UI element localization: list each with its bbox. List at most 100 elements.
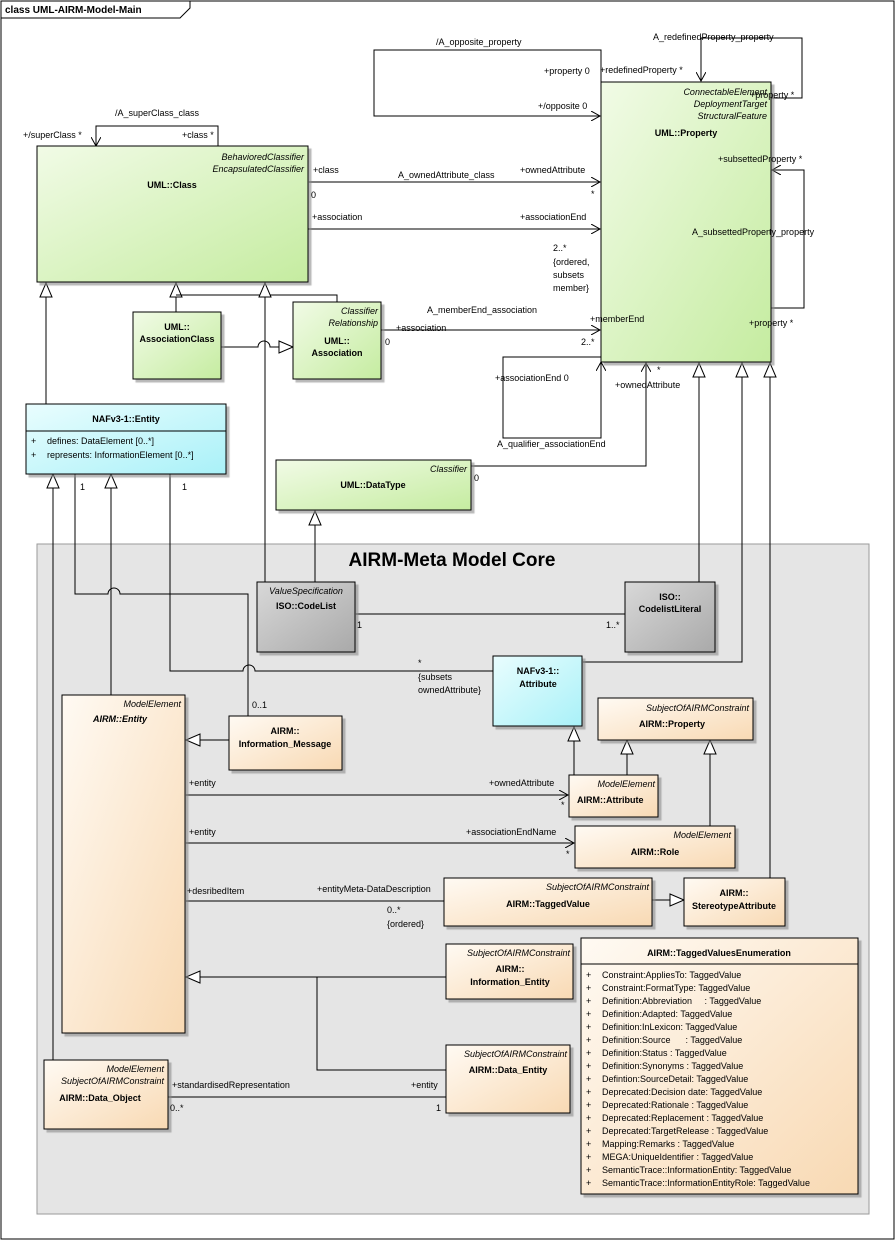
label: 2..* <box>581 337 595 347</box>
enum-attribute: Deprecated:Replacement : TaggedValue <box>602 1113 763 1123</box>
stereotype: BehavioredClassifier <box>221 152 305 162</box>
label: 0 <box>311 190 316 200</box>
dataentity-gen-entity <box>316 977 446 1071</box>
label: +class * <box>182 130 214 140</box>
enum-attribute: Definition:Adapted: TaggedValue <box>602 1009 732 1019</box>
label: A_memberEnd_association <box>427 305 537 315</box>
label: 2..* <box>553 243 567 253</box>
class-name: Information_Entity <box>470 977 550 987</box>
enum-attribute: Constraint:FormatType: TaggedValue <box>602 983 750 993</box>
label: A_ownedAttribute_class <box>398 170 495 180</box>
package-title: AIRM-Meta Model Core <box>349 550 556 571</box>
enum-attribute: Definition:Status : TaggedValue <box>602 1048 727 1058</box>
class-name: AIRM::Data_Entity <box>469 1065 548 1075</box>
association-gen-class <box>176 294 338 302</box>
datatype-ownedattribute <box>471 363 646 466</box>
class-airm-role[interactable]: ModelElement AIRM::Role <box>574 825 736 869</box>
enum-attribute: Definition:Synonyms : TaggedValue <box>602 1061 743 1071</box>
attr-vis: + <box>586 970 591 980</box>
attr-vis: + <box>586 1178 591 1188</box>
class-name: Association <box>311 348 362 358</box>
class-airm-stereotypeattribute[interactable]: AIRM:: StereotypeAttribute <box>683 877 786 927</box>
frame-tab <box>1 1 191 19</box>
stereotype: StructuralFeature <box>697 111 767 121</box>
class-name: NAFv3-1:: <box>517 666 560 676</box>
class-uml-associationclass[interactable]: UML:: AssociationClass <box>132 311 222 380</box>
class-airm-property[interactable]: SubjectOfAIRMConstraint AIRM::Property <box>597 697 754 741</box>
class-name: AIRM:: <box>271 726 300 736</box>
nafattribute-gen-property <box>583 363 742 663</box>
enum-attribute: Constraint:AppliesTo: TaggedValue <box>602 970 741 980</box>
attr-vis: + <box>586 1061 591 1071</box>
label: member} <box>553 283 589 293</box>
label: 0 <box>385 337 390 347</box>
label: 0..* <box>170 1103 184 1113</box>
class-name: AIRM::Data_Object <box>59 1093 141 1103</box>
class-airm-attribute[interactable]: ModelElement AIRM::Attribute <box>568 774 659 818</box>
class-airm-data-object[interactable]: ModelElement SubjectOfAIRMConstraint AIR… <box>43 1059 169 1130</box>
class-airm-data-entity[interactable]: SubjectOfAIRMConstraint AIRM::Data_Entit… <box>445 1044 571 1114</box>
label: {ordered, <box>553 257 590 267</box>
class-name: StereotypeAttribute <box>692 901 776 911</box>
label: * <box>418 658 422 668</box>
label: +property * <box>750 90 795 100</box>
attr-vis: + <box>586 1048 591 1058</box>
label: 1 <box>357 620 362 630</box>
class-airm-taggedvalues-enumeration[interactable]: AIRM::TaggedValuesEnumeration +Constrain… <box>580 937 859 1195</box>
enum-attribute: Deprecated:TargetRelease : TaggedValue <box>602 1126 768 1136</box>
label: +association <box>396 323 446 333</box>
label: +subsettedProperty * <box>718 154 803 164</box>
stereotype: ModelElement <box>673 830 731 840</box>
assocclass-gen-association <box>221 341 293 347</box>
label: +property * <box>749 318 794 328</box>
stereotype: EncapsulatedClassifier <box>212 164 305 174</box>
class-uml-class[interactable]: BehavioredClassifier EncapsulatedClassif… <box>36 145 309 283</box>
label: +/superClass * <box>23 130 82 140</box>
class-airm-entity[interactable]: ModelElement AIRM::Entity <box>61 694 186 1034</box>
label: A_qualifier_associationEnd <box>497 439 606 449</box>
attr-vis: + <box>586 1035 591 1045</box>
enum-attribute: SemanticTrace::InformationEntity: Tagged… <box>602 1165 791 1175</box>
stereotype: ValueSpecification <box>269 586 343 596</box>
label: +associationEndName <box>466 827 556 837</box>
attr-vis: + <box>586 1022 591 1032</box>
enum-attribute: Defintion:SourceDetail: TaggedValue <box>602 1074 748 1084</box>
frame-title: class UML-AIRM-Model-Main <box>5 5 142 16</box>
class-name: ISO:: <box>659 592 681 602</box>
stereotype: ConnectableElement <box>683 87 767 97</box>
class-uml-datatype[interactable]: Classifier UML::DataType <box>275 459 472 511</box>
class-airm-taggedvalue[interactable]: SubjectOfAIRMConstraint AIRM::TaggedValu… <box>443 877 653 927</box>
label: subsets <box>553 270 585 280</box>
class-uml-association[interactable]: Classifier Relationship UML:: Associatio… <box>292 301 382 380</box>
class-iso-codelist[interactable]: ValueSpecification ISO::CodeList <box>256 581 356 653</box>
label: 1 <box>436 1103 441 1113</box>
redefined-loop <box>701 37 803 99</box>
label: /A_opposite_property <box>436 37 522 47</box>
enum-attribute: Mapping:Remarks : TaggedValue <box>602 1139 734 1149</box>
label: 1 <box>80 482 85 492</box>
label: +association <box>312 212 362 222</box>
class-airm-information-message[interactable]: AIRM:: Information_Message <box>228 715 343 771</box>
class-naf-attribute[interactable]: NAFv3-1:: Attribute <box>492 655 583 727</box>
class-name: UML:: <box>324 336 350 346</box>
attr-vis: + <box>586 1126 591 1136</box>
opposite-loop <box>373 49 602 116</box>
attribute: represents: InformationElement [0..*] <box>47 450 194 460</box>
class-name: Attribute <box>519 679 557 689</box>
stereotype: DeploymentTarget <box>694 99 768 109</box>
label: 1..* <box>606 620 620 630</box>
class-name: AIRM::Role <box>631 847 680 857</box>
class-naf-entity[interactable]: NAFv3-1::Entity + defines: DataElement [… <box>25 403 227 475</box>
class-name: AIRM::TaggedValue <box>506 899 590 909</box>
label: * <box>561 800 565 810</box>
class-airm-information-entity[interactable]: SubjectOfAIRMConstraint AIRM:: Informati… <box>445 943 574 1000</box>
stereotype: Classifier <box>341 306 379 316</box>
label: +ownedAttribute <box>520 165 585 175</box>
stereotype: ModelElement <box>123 699 181 709</box>
enum-attribute: Definition:InLexicon: TaggedValue <box>602 1022 737 1032</box>
class-uml-property[interactable]: ConnectableElement DeploymentTarget Stru… <box>600 81 772 363</box>
stereotype: ModelElement <box>597 779 655 789</box>
class-name: AIRM::Entity <box>92 714 148 724</box>
class-iso-codelistliteral[interactable]: ISO:: CodelistLiteral <box>624 581 716 653</box>
